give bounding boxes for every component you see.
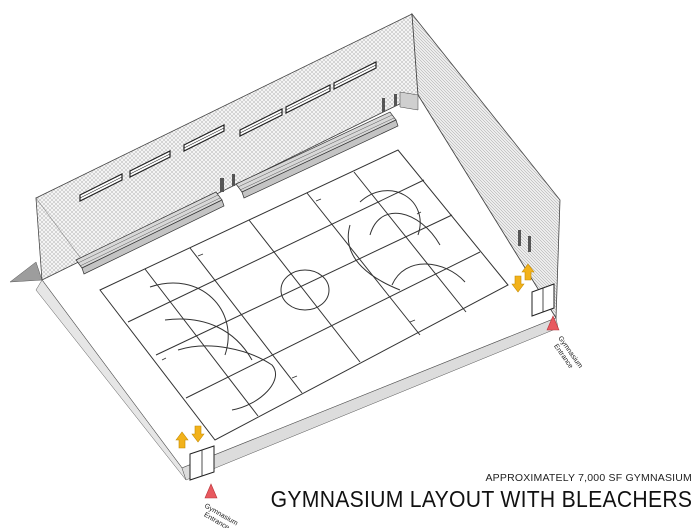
entrance-marker-right: [546, 315, 560, 331]
diagram-title: GYMNASIUM LAYOUT WITH BLEACHERS: [270, 486, 692, 512]
gym-area-subtitle: APPROXIMATELY 7,000 SF GYMNASIUM: [485, 472, 692, 484]
entrance-marker-lower: [204, 483, 218, 499]
exterior-ramp: [9, 261, 43, 283]
entry-arrows-lower: [175, 425, 205, 449]
corner-column: [399, 91, 419, 111]
entrance-door-right: [531, 283, 555, 317]
wall-equipment: [220, 94, 531, 252]
basketball-court: [99, 149, 509, 441]
entrance-door-lower: [189, 445, 215, 481]
entry-arrows-right: [511, 263, 535, 293]
